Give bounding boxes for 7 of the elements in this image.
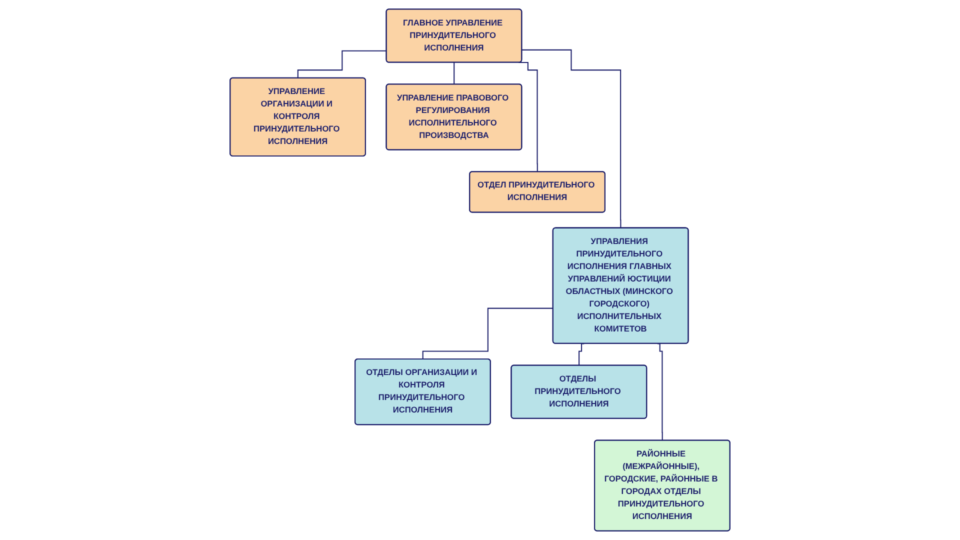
connector — [658, 343, 663, 442]
connector — [422, 308, 554, 360]
connector — [522, 49, 622, 229]
connector — [518, 62, 538, 172]
connector — [297, 50, 387, 79]
connector — [454, 62, 455, 85]
connector — [578, 343, 584, 366]
